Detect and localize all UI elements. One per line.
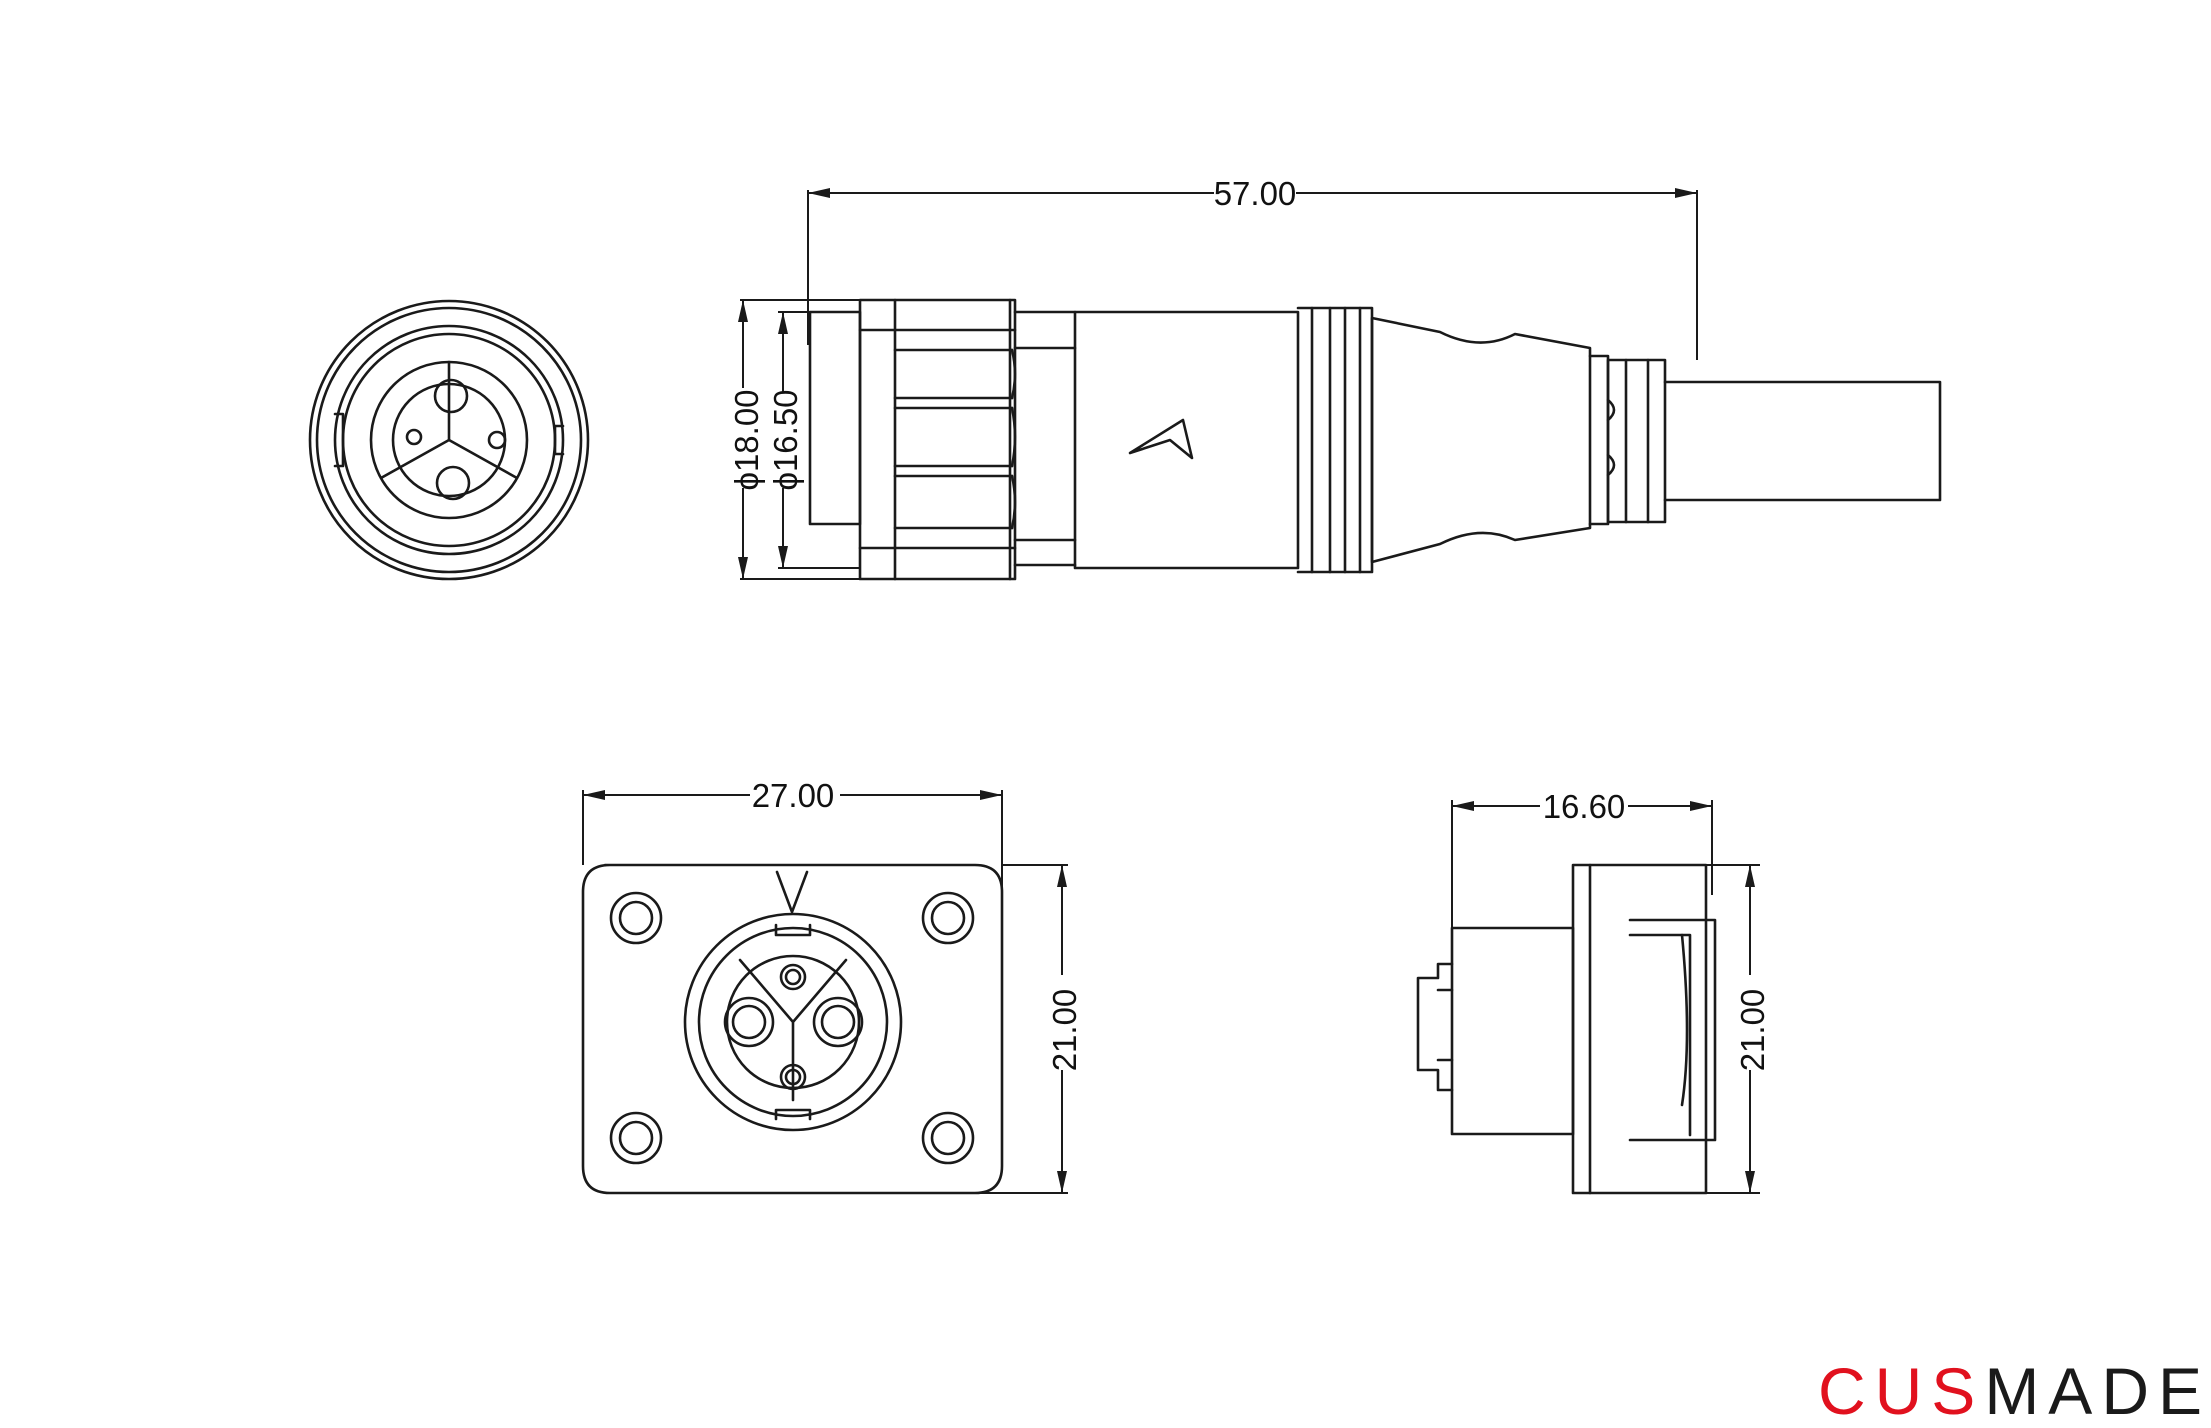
brand-logo: CUSMADE [1818, 1358, 2211, 1424]
dimension-length-label: 57.00 [1214, 175, 1297, 212]
dimension-side-height-label: 21.00 [1734, 989, 1771, 1072]
dimension-side-depth-label: 16.60 [1543, 788, 1626, 825]
dimension-diameter-outer-label: ϕ18.00 [728, 389, 765, 490]
dimension-flange-width: 27.00 [582, 777, 1003, 895]
socket-flange-front-view [581, 863, 1004, 1195]
dimension-flange-width-label: 27.00 [752, 777, 835, 814]
dimension-diameters: ϕ18.00 ϕ16.50 [728, 299, 860, 580]
dimension-side-height: 21.00 [1706, 864, 1771, 1194]
plug-side-view [808, 298, 1942, 581]
plug-front-face-view [308, 299, 590, 581]
brand-logo-part-made: MADE [1984, 1354, 2211, 1428]
socket-side-view [1416, 863, 1717, 1195]
brand-logo-part-cus: CUS [1817, 1354, 1985, 1428]
dimension-flange-height-label: 21.00 [1046, 989, 1083, 1072]
dimension-side-depth: 16.60 [1451, 788, 1713, 928]
dimension-diameter-inner-label: ϕ16.50 [767, 389, 804, 490]
dimension-length: 57.00 [807, 175, 1698, 360]
dimension-flange-height: 21.00 [960, 864, 1083, 1194]
